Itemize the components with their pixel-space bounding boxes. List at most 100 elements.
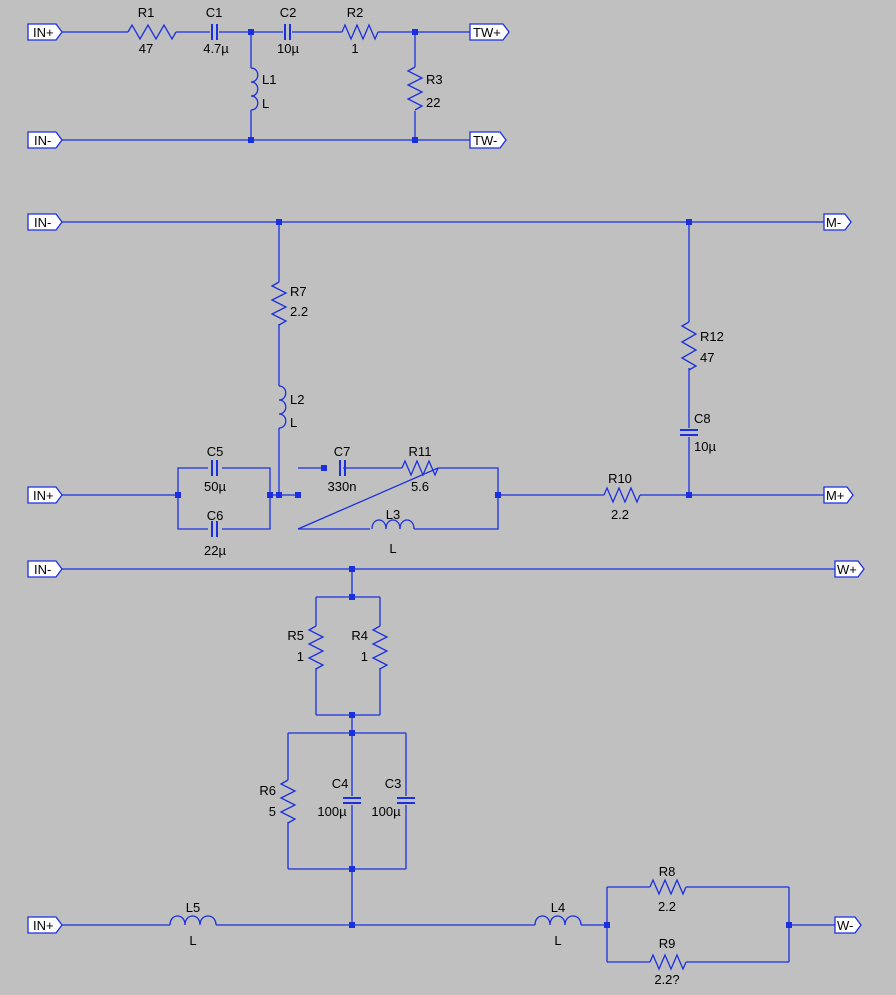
- svg-text:IN-: IN-: [34, 562, 51, 577]
- c7-name: C7: [334, 444, 351, 459]
- port-tw-plus: TW+: [469, 23, 510, 41]
- resistor-r11: [401, 459, 439, 477]
- l5-value: L: [189, 933, 196, 948]
- port-m-plus: M+: [823, 486, 854, 504]
- l4-name: L4: [551, 900, 565, 915]
- svg-text:W+: W+: [837, 562, 857, 577]
- wires-woofer: [62, 568, 835, 963]
- c6-name: C6: [207, 508, 224, 523]
- r3-value: 22: [426, 95, 440, 110]
- resistor-r1: [127, 23, 177, 41]
- l5-name: L5: [186, 900, 200, 915]
- c8-value: 10µ: [694, 439, 716, 454]
- r12-name: R12: [700, 329, 724, 344]
- junction-dots-tweeter: [248, 29, 418, 143]
- c1-name: C1: [206, 5, 223, 20]
- svg-text:IN+: IN+: [33, 918, 54, 933]
- r6-value: 5: [269, 804, 276, 819]
- port-flags: IN+ IN- IN- IN+ IN- IN+ TW+ TW-: [27, 23, 865, 934]
- port-in-plus-2: IN+: [27, 486, 63, 504]
- resistor-r5: [307, 625, 325, 670]
- r6-name: R6: [259, 783, 276, 798]
- tweeter-section: R1 47 C1 4.7µ C2 10µ R2 1 L1 L R3 22: [62, 5, 470, 143]
- port-in-minus-2: IN-: [27, 213, 63, 231]
- r2-name: R2: [347, 5, 364, 20]
- r7-value: 2.2: [290, 304, 308, 319]
- inductor-l5: [169, 915, 217, 926]
- c3-value: 100µ: [371, 804, 401, 819]
- l3-name: L3: [386, 507, 400, 522]
- resistor-r4: [371, 625, 389, 670]
- inductor-l2: [278, 385, 287, 429]
- c2-value: 10µ: [277, 41, 299, 56]
- l1-name: L1: [262, 72, 276, 87]
- junction-dots-woofer: [349, 566, 792, 928]
- port-tw-minus: TW-: [469, 131, 507, 149]
- r3-name: R3: [426, 72, 443, 87]
- inductor-l3: [370, 519, 415, 532]
- port-m-minus: M-: [823, 213, 852, 231]
- resistor-r7: [270, 281, 288, 326]
- resistor-r2: [341, 23, 379, 41]
- r9-value: 2.2?: [654, 972, 679, 987]
- r11-value: 5.6: [411, 479, 429, 494]
- l3-value: L: [389, 541, 396, 556]
- capacitor-c5: [208, 460, 222, 476]
- inductor-l4: [534, 915, 582, 926]
- port-w-plus: W+: [834, 560, 865, 578]
- inductor-l1: [250, 67, 259, 111]
- r8-name: R8: [659, 864, 676, 879]
- c8-name: C8: [694, 411, 711, 426]
- r5-value: 1: [297, 649, 304, 664]
- capacitor-c8: [680, 429, 698, 436]
- r8-value: 2.2: [658, 899, 676, 914]
- port-in-plus-1: IN+: [27, 23, 63, 41]
- l4-value: L: [554, 933, 561, 948]
- capacitor-c2: [284, 24, 291, 40]
- c7-value: 330n: [328, 479, 357, 494]
- r7-name: R7: [290, 284, 307, 299]
- svg-text:TW-: TW-: [473, 133, 497, 148]
- r10-value: 2.2: [611, 507, 629, 522]
- resistor-r3: [406, 66, 424, 111]
- svg-text:W-: W-: [837, 918, 853, 933]
- l2-name: L2: [290, 392, 304, 407]
- resistor-r8: [649, 878, 687, 896]
- r1-name: R1: [138, 5, 155, 20]
- resistor-r6: [279, 779, 297, 824]
- r9-name: R9: [659, 936, 676, 951]
- r1-value: 47: [139, 41, 153, 56]
- wires-midrange: [62, 221, 824, 530]
- r11-name: R11: [409, 444, 432, 459]
- svg-text:M-: M-: [826, 215, 841, 230]
- c6-value: 22µ: [204, 543, 226, 558]
- r4-name: R4: [351, 628, 368, 643]
- svg-text:TW+: TW+: [473, 25, 501, 40]
- r2-value: 1: [351, 41, 358, 56]
- junction-dots-midrange: [175, 219, 692, 498]
- r4-value: 1: [361, 649, 368, 664]
- capacitor-c1: [211, 24, 218, 40]
- resistor-r10: [603, 486, 641, 504]
- c2-name: C2: [280, 5, 297, 20]
- svg-text:IN+: IN+: [33, 488, 54, 503]
- c3-name: C3: [385, 776, 402, 791]
- capacitor-c6: [208, 521, 222, 537]
- r10-name: R10: [608, 471, 632, 486]
- capacitor-c3: [397, 797, 415, 804]
- port-w-minus: W-: [834, 916, 862, 934]
- port-in-minus-1: IN-: [27, 131, 63, 149]
- c5-value: 50µ: [204, 479, 226, 494]
- resistor-r12: [680, 321, 698, 371]
- svg-text:IN+: IN+: [33, 25, 54, 40]
- capacitor-c4: [343, 797, 361, 804]
- port-in-plus-3: IN+: [27, 916, 63, 934]
- c4-name: C4: [332, 776, 349, 791]
- l1-value: L: [262, 96, 269, 111]
- resistor-r9: [649, 953, 687, 971]
- svg-text:IN-: IN-: [34, 133, 51, 148]
- c1-value: 4.7µ: [203, 41, 229, 56]
- port-in-minus-3: IN-: [27, 560, 63, 578]
- woofer-section: R5 1 R4 1 R6 5 C4 100µ C3 100µ L5 L L4 L…: [62, 566, 835, 987]
